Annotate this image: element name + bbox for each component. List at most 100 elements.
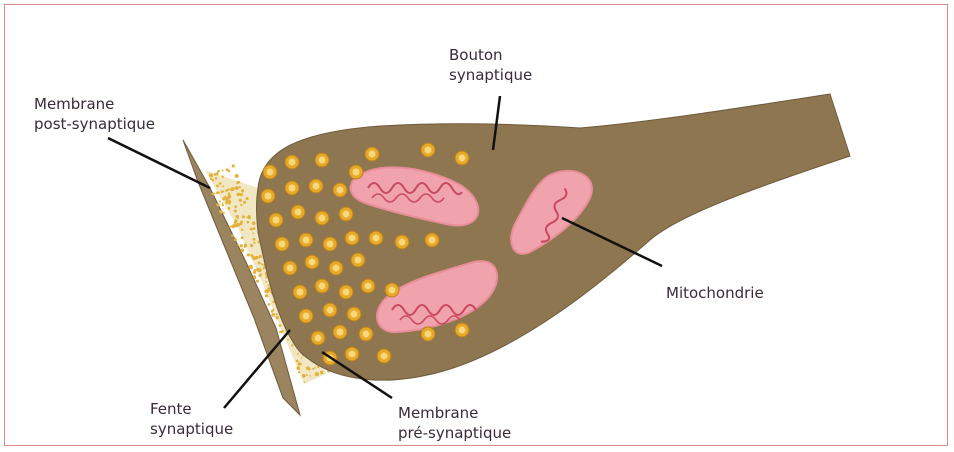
vesicle [455,151,469,165]
speckle [306,374,308,376]
speckle [218,192,220,194]
speckle [234,238,237,241]
label-membrane-post-line1: Membrane [34,95,114,113]
speckle [260,273,262,275]
speckle [306,366,310,370]
speckle [287,339,289,341]
vesicle [329,261,343,275]
speckle [222,176,224,178]
speckle [268,303,271,306]
speckle [224,197,227,200]
speckle [246,197,249,200]
vesicle [351,253,365,267]
speckle [315,372,319,376]
speckle [263,267,266,270]
speckle [314,367,316,369]
speckle [255,256,258,259]
speckle [265,281,267,283]
speckle [216,185,219,188]
speckle [253,242,255,244]
label-membrane-pre-line2: pré-synaptique [398,424,511,442]
label-bouton-line1: Bouton [449,46,503,64]
speckle [279,324,282,327]
speckle [241,228,243,230]
speckle [309,375,311,377]
speckle [212,179,214,181]
vesicle [421,327,435,341]
speckle [253,227,256,230]
speckle [297,362,300,365]
speckle [279,331,281,333]
vesicle [275,237,289,251]
speckle [216,172,219,175]
vesicle [305,255,319,269]
speckle [229,226,231,228]
speckle [239,186,241,188]
label-membrane-pre-line1: Membrane [398,404,478,422]
vesicle [339,207,353,221]
speckle [213,193,215,195]
speckle [216,203,219,206]
speckle [252,221,256,225]
speckle [222,204,224,206]
speckle [222,170,224,172]
vesicle [315,211,329,225]
vesicle [299,309,313,323]
speckle [254,269,257,272]
speckle [239,199,242,202]
speckle [215,177,217,179]
speckle [222,185,224,187]
speckle [276,313,278,315]
speckle [235,186,239,190]
speckle [252,232,254,234]
vesicle [385,283,399,297]
speckle [225,201,228,204]
vesicle [421,143,435,157]
speckle [242,215,245,218]
speckle [258,268,262,272]
speckle [219,182,222,185]
speckle [228,202,230,204]
speckle [234,221,236,223]
speckle [219,200,221,202]
speckle [271,313,275,317]
vesicle [339,285,353,299]
speckle [234,205,237,208]
speckle [261,263,263,265]
speckle [228,170,230,172]
speckle [241,189,244,192]
speckle [241,236,244,239]
speckle [259,255,262,258]
vesicle [283,261,297,275]
speckle [232,225,235,228]
vesicle [311,331,325,345]
speckle [297,353,299,355]
vesicle [345,347,359,361]
speckle [248,216,251,219]
vesicle [285,181,299,195]
speckle [223,212,225,214]
vesicle [361,279,375,293]
speckle [237,244,239,246]
speckle [240,244,243,247]
speckle [223,190,225,192]
speckle [268,285,270,287]
vesicle [347,307,361,321]
label-membrane-post-line2: post-synaptique [34,115,155,133]
vesicle [291,205,305,219]
speckle [296,366,300,370]
speckle [256,280,259,283]
speckle [237,218,239,220]
speckle [291,344,293,346]
speckle [236,193,240,197]
vesicle [369,231,383,245]
speckle [253,238,256,241]
speckle [240,204,242,206]
vesicle [359,327,373,341]
vesicle [315,279,329,293]
speckle [235,174,239,178]
speckle [312,368,314,370]
speckle [217,170,220,173]
speckle [322,371,324,373]
label-mitochondrie: Mitochondrie [666,284,764,302]
